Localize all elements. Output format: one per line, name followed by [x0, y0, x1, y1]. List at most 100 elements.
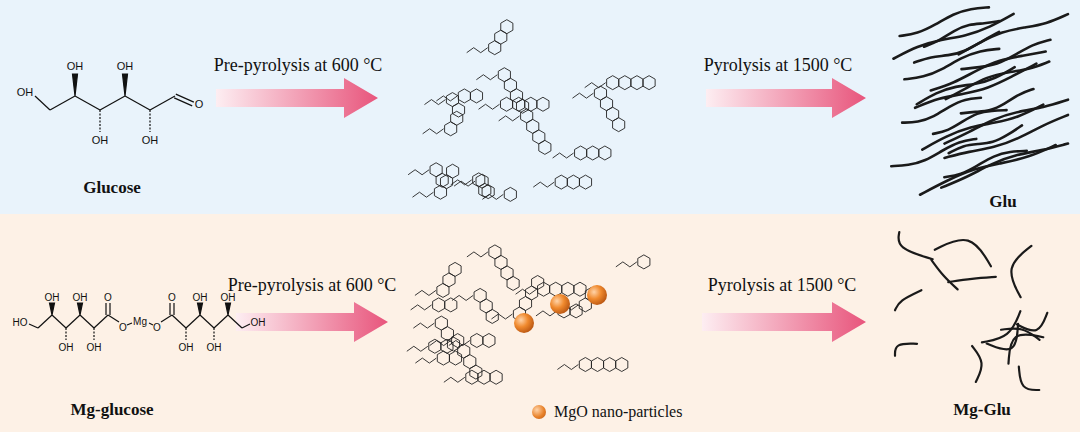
- atom-label: OH: [92, 134, 109, 146]
- aromatic-ring: [604, 358, 616, 372]
- aromatic-ring: [631, 76, 643, 90]
- atom-label: OH: [73, 292, 88, 303]
- atom-label: OH: [207, 342, 222, 353]
- atom-label: O: [195, 98, 204, 110]
- top-band: [0, 0, 1080, 214]
- side-chain: [467, 48, 488, 53]
- atom-label: O: [119, 322, 127, 333]
- mgo-particle: [514, 313, 534, 333]
- side-chain: [557, 365, 578, 370]
- atom-label: OH: [221, 292, 236, 303]
- graphitic-layer: [904, 49, 999, 79]
- bond: [38, 315, 52, 328]
- carbon-layers: [891, 7, 1068, 390]
- side-chain: [454, 181, 475, 186]
- aromatic-ring: [562, 282, 574, 296]
- bond: [242, 324, 250, 328]
- bond: [125, 96, 150, 110]
- bottom-band: [0, 214, 1080, 432]
- side-chain: [479, 104, 500, 109]
- legend-swatch: [532, 405, 546, 419]
- bond: [127, 323, 132, 325]
- bond: [176, 94, 194, 102]
- curved-layer: [1017, 313, 1047, 331]
- graphitic-layer: [915, 64, 1036, 108]
- bond: [149, 323, 153, 325]
- process-arrow: [706, 78, 866, 118]
- aromatic-ring: [555, 175, 567, 189]
- product-name: Mg-Glu: [953, 401, 1011, 420]
- bond: [161, 315, 172, 322]
- bond: [169, 303, 170, 315]
- bond: [100, 96, 125, 110]
- bond: [35, 96, 50, 110]
- aromatic-ring: [575, 146, 587, 160]
- side-chain: [415, 358, 436, 363]
- curved-layer: [898, 232, 932, 259]
- curved-layer: [1011, 246, 1031, 297]
- side-chain: [408, 170, 429, 175]
- aromatic-ring: [441, 339, 453, 353]
- bond: [105, 303, 106, 315]
- aromatic-ring: [451, 111, 463, 125]
- legend-entry: MgO nano-particles: [532, 403, 682, 421]
- aromatic-ring: [449, 262, 461, 276]
- step-label: Pyrolysis at 1500 °C: [708, 276, 857, 296]
- atom-label: HO: [13, 317, 28, 328]
- aromatic-ring: [436, 173, 448, 187]
- curved-layer: [895, 290, 921, 310]
- aromatic-ring: [599, 146, 611, 160]
- bond: [94, 315, 108, 328]
- process-arrow: [216, 78, 378, 118]
- bond: [214, 315, 228, 328]
- process-arrow: [236, 302, 388, 342]
- atom-label: Mg: [133, 316, 147, 327]
- char-clusters: [407, 20, 655, 385]
- side-chain: [452, 295, 473, 300]
- wedge-bond: [73, 74, 78, 96]
- curved-layer: [982, 311, 1020, 342]
- atom-label: O: [104, 292, 112, 303]
- aromatic-ring: [643, 76, 655, 90]
- wedge-bond: [78, 303, 83, 315]
- side-chain: [533, 182, 554, 187]
- bond: [50, 96, 75, 110]
- bond: [52, 315, 66, 328]
- side-chain: [424, 100, 445, 105]
- side-chain: [430, 341, 451, 346]
- aromatic-ring: [574, 282, 586, 296]
- side-chain: [499, 116, 520, 121]
- aromatic-ring: [619, 76, 631, 90]
- aromatic-ring: [433, 298, 445, 312]
- side-chain: [572, 93, 593, 98]
- aromatic-ring: [447, 164, 459, 178]
- atom-label: O: [168, 292, 176, 303]
- bond: [185, 328, 186, 340]
- graphitic-layer: [924, 21, 999, 47]
- atom-label: O: [153, 322, 161, 333]
- aromatic-ring: [570, 304, 582, 318]
- aromatic-ring: [525, 97, 537, 111]
- bond: [75, 96, 100, 110]
- side-chain: [616, 262, 637, 267]
- bond: [172, 315, 186, 328]
- curved-layer: [1008, 335, 1043, 364]
- legend-text: MgO nano-particles: [554, 403, 682, 421]
- aromatic-ring: [587, 146, 599, 160]
- bond: [228, 315, 242, 328]
- curved-layer: [948, 277, 996, 282]
- aromatic-ring: [507, 276, 519, 290]
- mgo-particle: [550, 294, 570, 314]
- aromatic-ring: [458, 89, 470, 103]
- bond: [108, 315, 119, 322]
- bond: [29, 324, 38, 328]
- bond: [149, 110, 150, 132]
- bond: [200, 315, 214, 328]
- process-arrow: [702, 302, 866, 342]
- aromatic-ring: [470, 365, 482, 379]
- bond: [186, 315, 200, 328]
- graphitic-layer: [941, 143, 1068, 187]
- side-chain: [516, 289, 537, 294]
- aromatic-ring: [616, 358, 628, 372]
- aromatic-ring: [486, 309, 498, 323]
